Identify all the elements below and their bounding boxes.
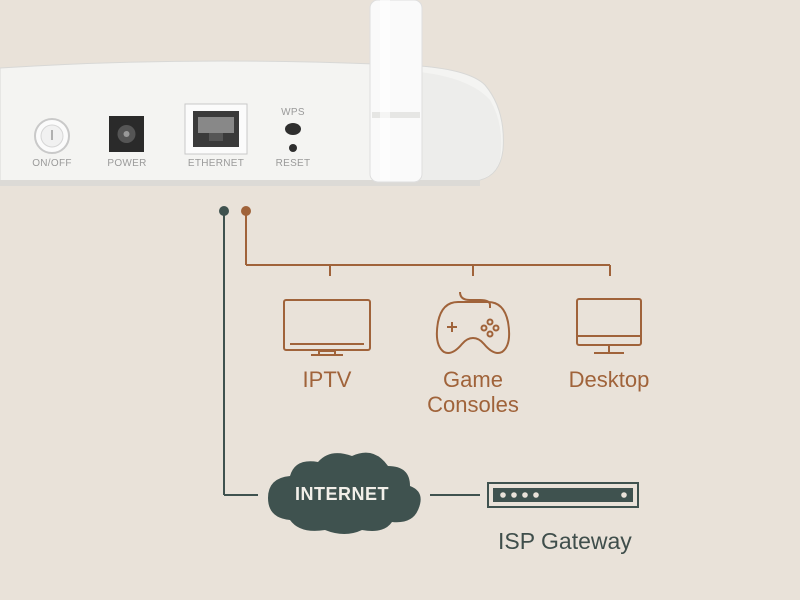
iptv-label: IPTV <box>302 367 352 392</box>
desktop-label: Desktop <box>568 367 650 392</box>
desktop-icon <box>576 298 642 354</box>
onoff-label: ON/OFF <box>32 158 72 169</box>
power-label: POWER <box>107 158 147 169</box>
power-jack <box>109 116 144 152</box>
game-consoles-label: Game Consoles <box>427 367 519 417</box>
wps-reset-buttons <box>285 123 301 152</box>
wan-lines <box>223 211 480 496</box>
game-controller-icon <box>435 291 511 354</box>
internet-cloud-icon <box>268 452 421 534</box>
wps-label: WPS <box>281 107 305 118</box>
tv-icon <box>283 299 371 356</box>
lan-lines <box>245 211 611 276</box>
ethernet-label: ETHERNET <box>187 158 245 169</box>
internet-label: INTERNET <box>295 484 389 504</box>
router <box>0 0 504 186</box>
antenna <box>369 0 423 183</box>
ethernet-port <box>184 103 248 155</box>
isp-gateway-icon <box>487 482 639 508</box>
reset-label: RESET <box>275 158 311 169</box>
onoff-button <box>34 118 70 154</box>
isp-gateway-label: ISP Gateway <box>498 528 632 554</box>
